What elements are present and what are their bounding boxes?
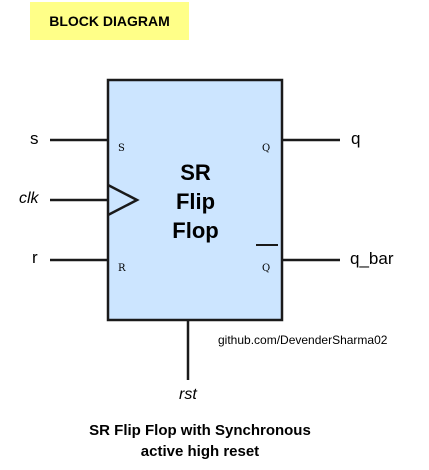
block-name-line-3: Flop [172, 218, 219, 243]
pin-q-label: Q [262, 143, 271, 154]
credit-text: github.com/DevenderSharma02 [218, 333, 388, 347]
caption-line-2: active high reset [140, 443, 260, 460]
signal-r-label: r [32, 248, 38, 267]
signal-s-label: s [30, 129, 39, 148]
pin-s-label: S [118, 143, 125, 154]
signal-q-label: q [351, 129, 361, 148]
signal-rst-label: rst [179, 386, 197, 403]
pin-r-label: R [118, 263, 126, 274]
pin-q-bar-label: Q [262, 263, 271, 274]
block-name-line-1: SR [180, 160, 211, 185]
diagram-title: BLOCK DIAGRAM [49, 13, 170, 29]
block-name-line-2: Flip [175, 189, 216, 214]
clock-triangle [107, 183, 140, 217]
title-banner: BLOCK DIAGRAM [30, 2, 189, 40]
block-name: SR Flip Flop [108, 158, 283, 245]
signal-clk-label: clk [19, 190, 39, 207]
caption-line-1: SR Flip Flop with Synchronous [89, 422, 311, 439]
signal-q-bar-label: q_bar [350, 249, 394, 268]
diagram-caption: SR Flip Flop with Synchronous active hig… [0, 420, 400, 462]
